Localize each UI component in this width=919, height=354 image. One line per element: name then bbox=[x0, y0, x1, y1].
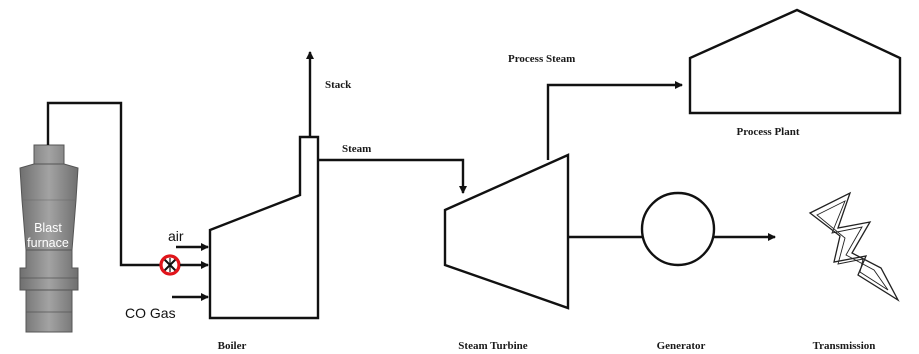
gas-duct bbox=[46, 101, 162, 267]
boiler-label: Boiler bbox=[218, 340, 247, 352]
generator-label: Generator bbox=[657, 340, 706, 352]
highlight-ring bbox=[159, 254, 181, 276]
generator bbox=[640, 191, 716, 267]
steam-label: Steam bbox=[342, 143, 371, 155]
co-gas-label: CO Gas bbox=[125, 305, 176, 321]
steam-turbine bbox=[443, 153, 570, 310]
transmission-label: Transmission bbox=[813, 340, 876, 352]
process-plant bbox=[688, 8, 902, 115]
blast-furnace-label-line1: Blast bbox=[34, 221, 62, 235]
steam-turbine-label: Steam Turbine bbox=[458, 340, 527, 352]
valve-icon bbox=[159, 254, 181, 276]
steam-line bbox=[318, 158, 467, 194]
stack-label: Stack bbox=[325, 79, 352, 91]
blast-furnace: Blast furnace bbox=[19, 144, 79, 333]
boiler bbox=[208, 135, 320, 320]
process-steam-line bbox=[546, 81, 683, 160]
process-steam-label: Process Steam bbox=[508, 53, 575, 65]
process-plant-label: Process Plant bbox=[736, 126, 799, 138]
lightning-bolt-icon bbox=[808, 191, 900, 302]
blast-furnace-label-line2: furnace bbox=[27, 236, 69, 250]
air-label: air bbox=[168, 228, 184, 244]
